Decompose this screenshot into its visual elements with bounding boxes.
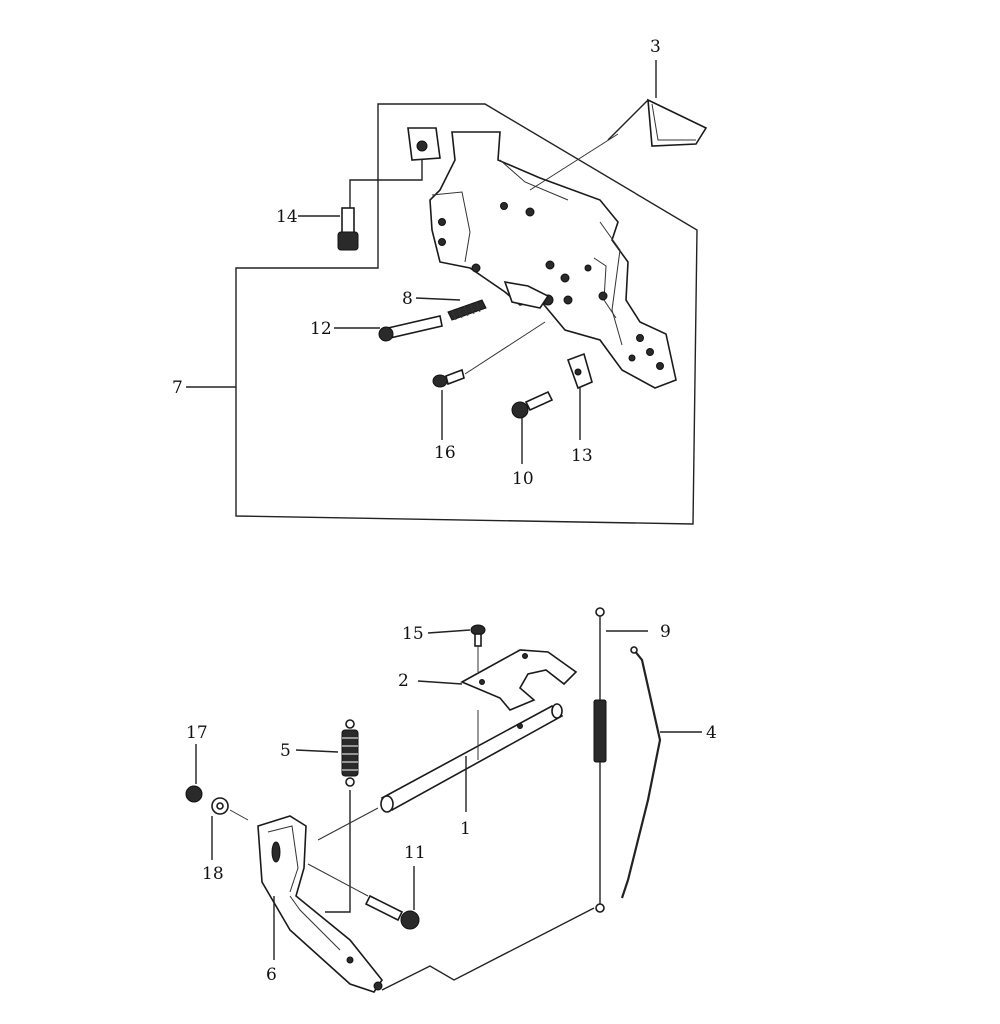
bolt-14 xyxy=(337,207,359,251)
control-plate xyxy=(429,131,677,389)
callout-17: 17 xyxy=(186,723,208,743)
governor-arm-6 xyxy=(257,815,383,993)
wire-bracket-3 xyxy=(607,98,708,147)
screw-16 xyxy=(432,368,465,388)
callout-18: 18 xyxy=(202,864,224,884)
spring-5 xyxy=(341,719,359,787)
callout-14: 14 xyxy=(276,207,298,227)
callout-16: 16 xyxy=(434,443,456,463)
callout-12: 12 xyxy=(310,319,332,339)
governor-plate-2 xyxy=(460,649,578,711)
bracket-13 xyxy=(566,352,593,390)
callout-13: 13 xyxy=(571,446,593,466)
callout-9: 9 xyxy=(660,622,671,642)
callout-5: 5 xyxy=(280,741,291,761)
bolt-11 xyxy=(364,894,420,930)
bolt-12 xyxy=(378,315,443,342)
governor-linkage-assembly xyxy=(185,607,662,993)
bolt-10 xyxy=(511,390,554,419)
spring-9 xyxy=(593,607,607,913)
governor-shaft-1 xyxy=(380,703,564,813)
callout-7: 7 xyxy=(172,378,183,398)
callout-11: 11 xyxy=(404,843,426,863)
callout-4: 4 xyxy=(706,723,717,743)
callout-6: 6 xyxy=(266,965,277,985)
assembly-7-frame xyxy=(235,103,698,525)
screw-15 xyxy=(470,624,486,647)
washer-18 xyxy=(211,797,229,815)
control-plate-assembly xyxy=(235,60,708,525)
callout-labels: 3 14 8 12 7 16 13 10 15 9 2 17 4 5 1 11 … xyxy=(172,37,717,985)
callout-8: 8 xyxy=(402,289,413,309)
nut-17 xyxy=(185,785,203,803)
spring-8 xyxy=(447,299,487,321)
callout-3: 3 xyxy=(650,37,661,57)
callout-2: 2 xyxy=(398,671,409,691)
leader-lines xyxy=(186,215,702,960)
callout-1: 1 xyxy=(460,819,471,839)
callout-10: 10 xyxy=(512,469,534,489)
link-rod-4 xyxy=(620,649,662,899)
callout-15: 15 xyxy=(402,624,424,644)
